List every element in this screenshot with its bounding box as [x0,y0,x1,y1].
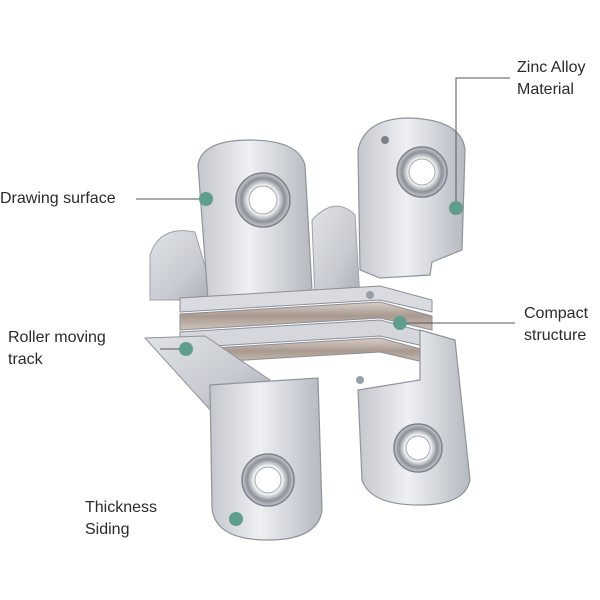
top-right-arm [357,117,466,279]
marker-dot [229,512,243,526]
hinge-back-body [149,205,361,301]
link-stack [179,285,433,384]
callout-drawing-surface: Drawing surface [0,190,116,207]
callout-thickness-siding: Thickness Siding [85,499,158,538]
callout-markers [179,192,463,526]
marker-dot [449,201,463,215]
callout-compact-structure: Compact structure [524,305,589,344]
marker-dot [393,316,407,330]
leader-zinc-alloy [455,77,510,208]
bottom-left-arm [143,335,323,541]
marker-dot [199,192,213,206]
bottom-right-arm [357,329,471,506]
callout-roller-track: Roller moving track [8,329,106,368]
leader-lines [136,77,515,350]
top-left-arm [197,139,313,301]
callout-zinc-alloy: Zinc Alloy Material [517,59,586,98]
marker-dot [179,342,193,356]
